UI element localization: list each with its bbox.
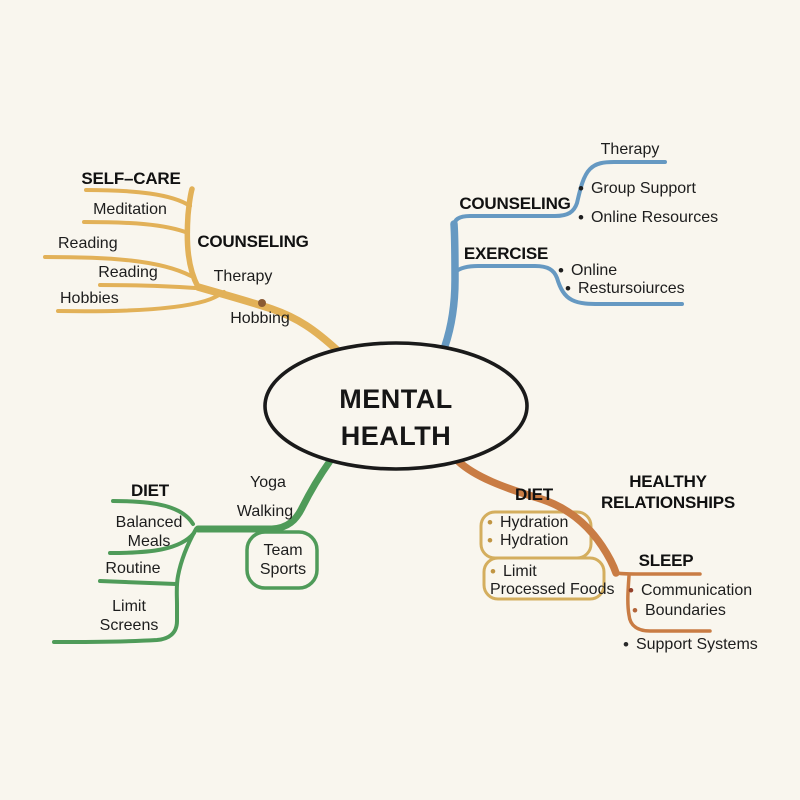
node-communication: • Communication: [628, 581, 753, 600]
yellow-branch-path: [43, 186, 341, 354]
node-diet-right: DIET: [515, 485, 553, 504]
node-hobbing: Hobbing: [230, 310, 290, 327]
blue-branch-path: [441, 160, 684, 350]
node-hobbies: Hobbies: [60, 290, 119, 307]
central-topic-line2: HEALTH: [340, 421, 452, 451]
bullet-icon: •: [487, 531, 493, 550]
bullet-icon: •: [565, 279, 571, 298]
team-sports-bubble: [245, 530, 319, 590]
node-sleep: SLEEP: [638, 551, 694, 570]
node-balanced-meals: Balanced Meals: [115, 514, 183, 550]
node-exercise: EXERCISE: [463, 244, 549, 263]
node-boundaries: • Boundaries: [632, 601, 726, 620]
node-walking: Walking: [236, 503, 294, 520]
bullet-icon: •: [623, 635, 629, 654]
branch-node-dot: [258, 299, 266, 307]
node-routine: Routine: [105, 560, 161, 577]
node-hydration-a: • Hydration: [487, 513, 569, 532]
node-limit-processed-foods: • Limit Processed Foods: [489, 562, 615, 599]
bullet-icon: •: [632, 601, 638, 620]
node-self-care: SELF–CARE: [81, 169, 181, 188]
central-topic: MENTAL HEALTH: [339, 381, 452, 455]
central-node-ellipse: [263, 341, 529, 471]
node-online-resources: • Online Resources: [578, 208, 719, 227]
node-limit-screens: Limit Screens: [99, 598, 159, 634]
bullet-icon: •: [487, 513, 493, 532]
green-branch-path: [52, 457, 334, 644]
central-topic-line1: MENTAL: [339, 384, 453, 414]
node-reading-b: Reading: [98, 264, 158, 281]
node-diet-left: DIET: [131, 481, 169, 500]
node-healthy-relationships: HEALTHY RELATIONSHIPS: [600, 472, 736, 512]
bullet-icon: •: [578, 208, 584, 227]
node-therapy-left: Therapy: [213, 268, 273, 285]
bullet-icon: •: [628, 581, 634, 600]
node-support-systems: • Support Systems: [623, 635, 758, 654]
node-counseling-left: COUNSELING: [197, 232, 309, 251]
node-reading-a: Reading: [58, 235, 118, 252]
node-restursources: • Restursoiurces: [565, 279, 685, 298]
node-team-sports: Team Sports: [259, 542, 307, 578]
node-therapy-right: Therapy: [600, 141, 660, 158]
bullet-icon: •: [490, 562, 496, 581]
node-online: • Online: [558, 261, 618, 280]
node-meditation: Meditation: [93, 201, 167, 218]
orange-branch-path: [454, 457, 712, 633]
bullet-icon: •: [558, 261, 564, 280]
bullet-icon: •: [578, 179, 584, 198]
node-group-support: • Group Support: [578, 179, 696, 198]
node-yoga: Yoga: [250, 474, 286, 491]
node-counseling-right: COUNSELING: [459, 194, 571, 213]
node-hydration-b: • Hydration: [487, 531, 569, 550]
